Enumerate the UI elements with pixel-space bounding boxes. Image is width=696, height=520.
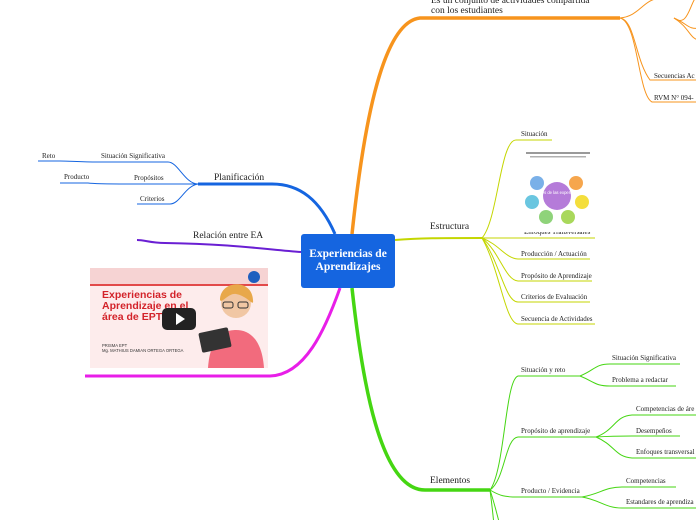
central-node[interactable]: Experiencias de Aprendizajes bbox=[301, 234, 395, 288]
branch-top-child-2[interactable]: RVM N° 094- bbox=[654, 94, 694, 102]
connector-top-c bbox=[619, 17, 696, 103]
connector-top bbox=[350, 16, 620, 235]
connector-estructura-criterios bbox=[481, 237, 590, 303]
branch-relacion-title[interactable]: Relación entre EA bbox=[193, 231, 264, 241]
video-accent-stripe bbox=[90, 284, 268, 286]
connector-sit-2 bbox=[579, 375, 676, 387]
estructura-produccion[interactable]: Producción / Actuación bbox=[521, 250, 587, 258]
estructura-situacion[interactable]: Situación bbox=[521, 130, 548, 138]
connector-top-e bbox=[673, 17, 696, 40]
video-thumbnail[interactable]: Experiencias de Aprendizaje en el área d… bbox=[90, 268, 268, 368]
connector-elementos-situacion bbox=[489, 375, 580, 491]
infographic-title: 5 claves de las experiencias bbox=[531, 190, 583, 195]
connector-planificacion bbox=[198, 182, 337, 235]
video-subtitle: PRISMA EPT Mg. MATHIUS DAMIAN ORTEGA ORT… bbox=[102, 343, 183, 354]
video-top-bar bbox=[90, 268, 268, 284]
connector-elementos-extra2 bbox=[489, 489, 494, 520]
estructura-secuencia[interactable]: Secuencia de Actividades bbox=[521, 315, 593, 323]
connector-prop-1 bbox=[595, 414, 696, 438]
connector-prod-2 bbox=[581, 496, 696, 509]
play-icon[interactable] bbox=[162, 308, 196, 330]
connector-plan-sit bbox=[98, 161, 199, 185]
connector-top-f bbox=[673, 17, 696, 29]
connector-top-d bbox=[673, 0, 695, 21]
connector-elementos bbox=[350, 287, 490, 492]
estructura-criterios[interactable]: Criterios de Evaluación bbox=[521, 293, 588, 301]
planificacion-reto[interactable]: Reto bbox=[42, 152, 56, 160]
branch-top-title[interactable]: Es un conjunto de actividades compartida… bbox=[431, 0, 590, 17]
video-title: Experiencias de Aprendizaje en el área d… bbox=[102, 289, 189, 324]
elementos-competencias-area[interactable]: Competencias de áre bbox=[636, 405, 695, 413]
teacher-illustration bbox=[198, 284, 264, 368]
branch-top-child-1[interactable]: Secuencias Ac bbox=[654, 72, 695, 80]
estructura-proposito[interactable]: Propósito de Aprendizaje bbox=[521, 272, 592, 280]
connector-prod-1 bbox=[581, 486, 676, 498]
branch-elementos-title[interactable]: Elementos bbox=[430, 476, 471, 486]
logo-icon bbox=[248, 271, 260, 283]
estructura-enfoques[interactable]: Enfoques Transversales bbox=[524, 228, 591, 236]
branch-estructura-title[interactable]: Estructura bbox=[430, 222, 470, 232]
elementos-producto[interactable]: Producto / Evidencia bbox=[521, 487, 580, 495]
connector-estructura bbox=[394, 237, 483, 241]
connector-estructura-proposito bbox=[481, 237, 592, 282]
planificacion-producto[interactable]: Producto bbox=[64, 173, 90, 181]
infographic-image[interactable]: 5 claves de las experiencias bbox=[522, 150, 594, 232]
connector-prop-3 bbox=[595, 436, 696, 459]
connector-estructura-produccion bbox=[481, 237, 590, 260]
connector-relacion bbox=[136, 239, 302, 253]
planificacion-propositos[interactable]: Propósitos bbox=[134, 174, 164, 182]
planificacion-criterios[interactable]: Criterios bbox=[140, 195, 165, 203]
elementos-problema[interactable]: Problema a redactar bbox=[612, 376, 668, 384]
elementos-enfoques[interactable]: Enfoques transversal bbox=[636, 448, 695, 456]
connector-elementos-producto bbox=[489, 489, 582, 498]
elementos-proposito[interactable]: Propósito de aprendizaje bbox=[521, 427, 591, 435]
connector-elementos-extra1 bbox=[489, 489, 500, 520]
elementos-estandares[interactable]: Estandares de aprendiza bbox=[626, 498, 694, 506]
elementos-desempenos[interactable]: Desempeños bbox=[636, 427, 672, 435]
connector-video bbox=[85, 287, 342, 378]
video-byline: Mg. MATHIUS DAMIAN ORTEGA ORTEGA bbox=[102, 348, 184, 354]
connector-estructura-situacion bbox=[481, 139, 552, 239]
elementos-situacion-reto[interactable]: Situación y reto bbox=[521, 366, 566, 374]
connector-plan-crit bbox=[137, 183, 199, 205]
connector-top-b bbox=[619, 17, 696, 81]
planificacion-situacion[interactable]: Situación Significativa bbox=[101, 152, 165, 160]
connector-prop-2 bbox=[595, 435, 680, 438]
elementos-competencias[interactable]: Competencias bbox=[626, 477, 666, 485]
branch-planificacion-title[interactable]: Planificación bbox=[214, 173, 265, 183]
connector-estructura-secuencia bbox=[481, 237, 595, 325]
connector-sit-1 bbox=[579, 363, 680, 377]
video-subtitle-line: PRISMA EPT bbox=[102, 343, 128, 348]
connector-elementos-proposito bbox=[489, 436, 596, 491]
connector-top-a bbox=[619, 0, 654, 19]
connector-plan-reto bbox=[38, 160, 99, 163]
elementos-situacion-significativa[interactable]: Situación Significativa bbox=[612, 354, 676, 362]
connector-plan-producto bbox=[60, 182, 131, 185]
